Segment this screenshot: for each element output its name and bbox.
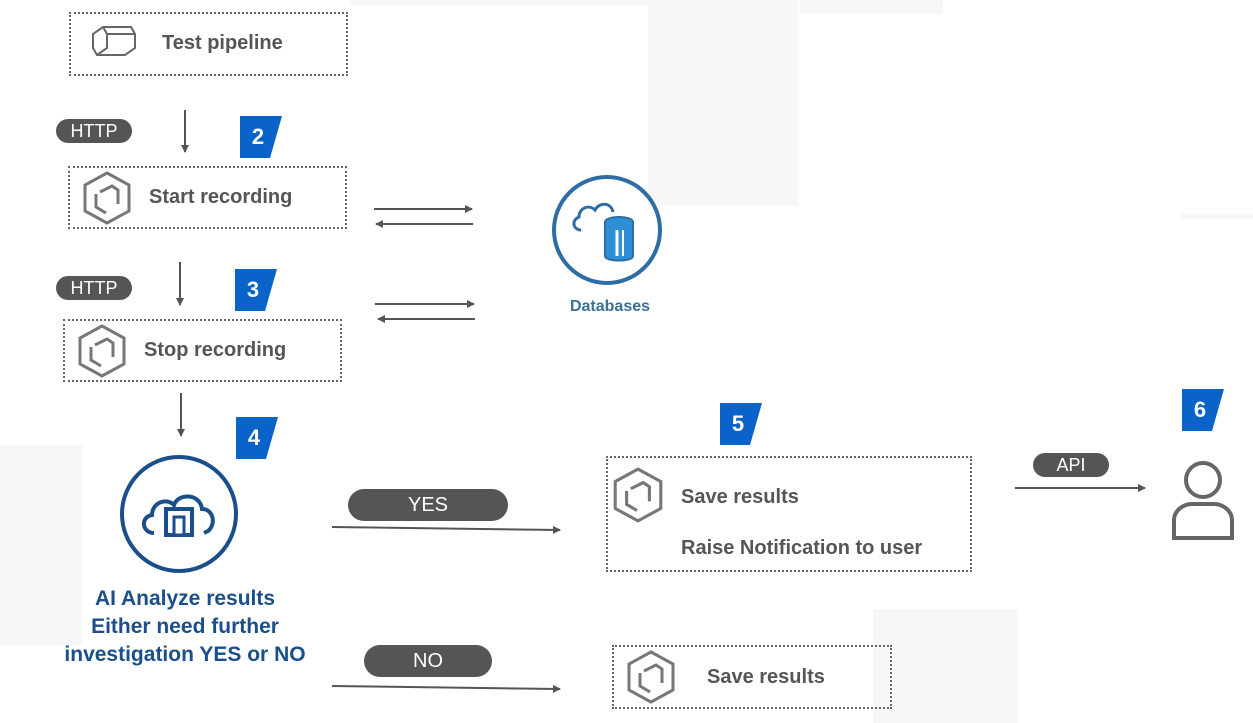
cloud-analyze-icon (118, 453, 240, 575)
no-badge: NO (364, 645, 492, 677)
step-4-number: 4 (247, 425, 261, 450)
start-recording-label: Start recording (149, 186, 293, 208)
step-6-marker: 6 (1182, 389, 1226, 431)
step-3-marker: 3 (235, 269, 279, 311)
step-4-marker: 4 (236, 417, 280, 459)
background-patch (873, 609, 1018, 723)
background-patch (800, 0, 943, 14)
stop-recording-node: Stop recording (63, 319, 342, 382)
ai-text-line-2: Either need further (91, 615, 279, 638)
pipeline-hexagon-icon (612, 466, 664, 529)
start-recording-node: Start recording (68, 166, 347, 229)
stop-recording-label: Stop recording (144, 339, 287, 361)
background-patch (350, 0, 650, 6)
ai-text-line-3: investigation YES or NO (64, 643, 306, 666)
http-badge: HTTP (56, 276, 132, 300)
test-pipeline-label: Test pipeline (162, 32, 283, 54)
raise-notification-label: Raise Notification to user (681, 537, 923, 559)
test-pipeline-node: Test pipeline (69, 12, 348, 76)
step-2-marker: 2 (240, 116, 284, 158)
databases-label: Databases (569, 298, 651, 315)
pipeline-outline-icon (91, 24, 137, 63)
step-5-marker: 5 (720, 403, 764, 445)
ai-analyze-text: AI Analyze results Either need further i… (40, 585, 330, 669)
step-3-number: 3 (246, 277, 260, 302)
yes-badge: YES (348, 489, 508, 521)
background-patch (648, 0, 798, 206)
save-and-notify-node: Save results Raise Notification to user (606, 456, 972, 572)
pipeline-hexagon-icon (626, 649, 676, 710)
save-results-no-label: Save results (707, 666, 825, 688)
step-2-number: 2 (251, 124, 265, 149)
cloud-database-icon (551, 174, 663, 286)
save-results-label: Save results (681, 486, 799, 508)
pipeline-hexagon-icon (82, 170, 132, 231)
api-badge: API (1033, 453, 1109, 477)
http-badge: HTTP (56, 119, 132, 143)
step-6-number: 6 (1193, 397, 1207, 422)
pipeline-hexagon-icon (77, 323, 127, 384)
user-icon (1170, 458, 1236, 542)
ai-text-line-1: AI Analyze results (94, 587, 276, 610)
background-patch (1180, 214, 1253, 219)
background-patch (0, 445, 82, 645)
save-results-no-node: Save results (612, 645, 892, 709)
step-5-number: 5 (731, 411, 745, 436)
